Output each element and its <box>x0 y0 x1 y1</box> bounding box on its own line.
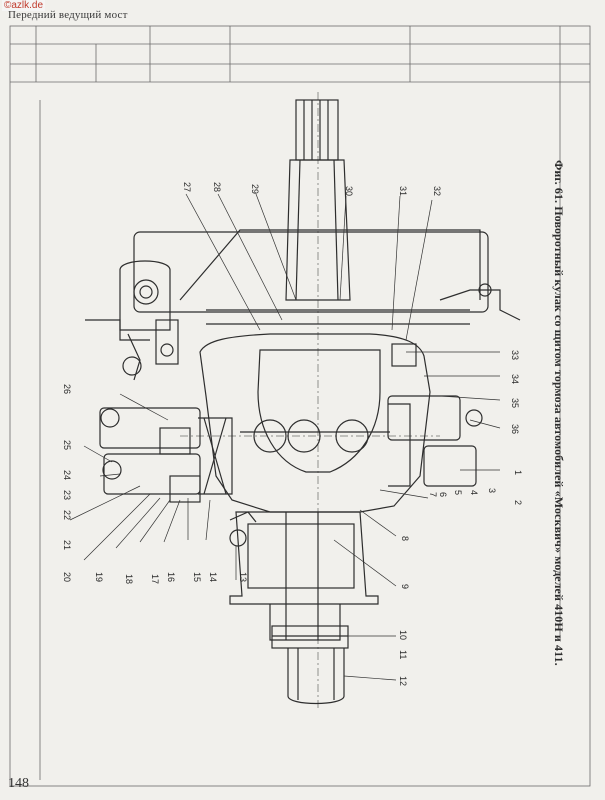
callout-leaders <box>69 193 501 681</box>
callout-18: 18 <box>124 574 134 584</box>
knuckle-drawing <box>85 92 521 710</box>
callout-3: 3 <box>487 488 497 493</box>
callout-30: 30 <box>344 186 354 196</box>
callout-10: 10 <box>398 630 408 640</box>
callout-28: 28 <box>212 182 222 192</box>
callout-23: 23 <box>62 490 72 500</box>
callout-5: 5 <box>453 490 463 495</box>
callout-19: 19 <box>94 572 104 582</box>
callout-6: 6 <box>438 492 448 497</box>
running-head: Передний ведущий мост <box>8 9 128 21</box>
watermark-logo: ©azlk.de <box>2 0 46 11</box>
callout-20: 20 <box>62 572 72 582</box>
callout-27: 27 <box>182 182 192 192</box>
callout-29: 29 <box>250 184 260 194</box>
callout-24: 24 <box>62 470 72 480</box>
callout-33: 33 <box>510 350 520 360</box>
callout-9: 9 <box>400 584 410 589</box>
callout-21: 21 <box>62 540 72 550</box>
callout-4: 4 <box>469 490 479 495</box>
page-number: 148 <box>8 776 29 791</box>
callout-22: 22 <box>62 510 72 520</box>
callout-32: 32 <box>432 186 442 196</box>
callout-25: 25 <box>62 440 72 450</box>
callout-12: 12 <box>398 676 408 686</box>
callout-34: 34 <box>510 374 520 384</box>
callout-26: 26 <box>62 384 72 394</box>
callout-2: 2 <box>513 500 523 505</box>
callout-7: 7 <box>428 492 438 497</box>
callout-13: 13 <box>238 572 248 582</box>
callout-31: 31 <box>398 186 408 196</box>
callout-14: 14 <box>208 572 218 582</box>
background-table <box>9 25 591 787</box>
callout-labels: 1 2 3 4 5 6 7 8 9 10 11 12 13 14 15 16 1… <box>62 182 523 686</box>
callout-1: 1 <box>513 470 523 475</box>
figure-caption: Фиг. 61. Поворотный кулак со щитом тормо… <box>552 160 566 666</box>
callout-35: 35 <box>510 398 520 408</box>
callout-15: 15 <box>192 572 202 582</box>
callout-17: 17 <box>150 574 160 584</box>
callout-36: 36 <box>510 424 520 434</box>
callout-16: 16 <box>166 572 176 582</box>
callout-11: 11 <box>398 650 408 659</box>
callout-8: 8 <box>400 536 410 541</box>
